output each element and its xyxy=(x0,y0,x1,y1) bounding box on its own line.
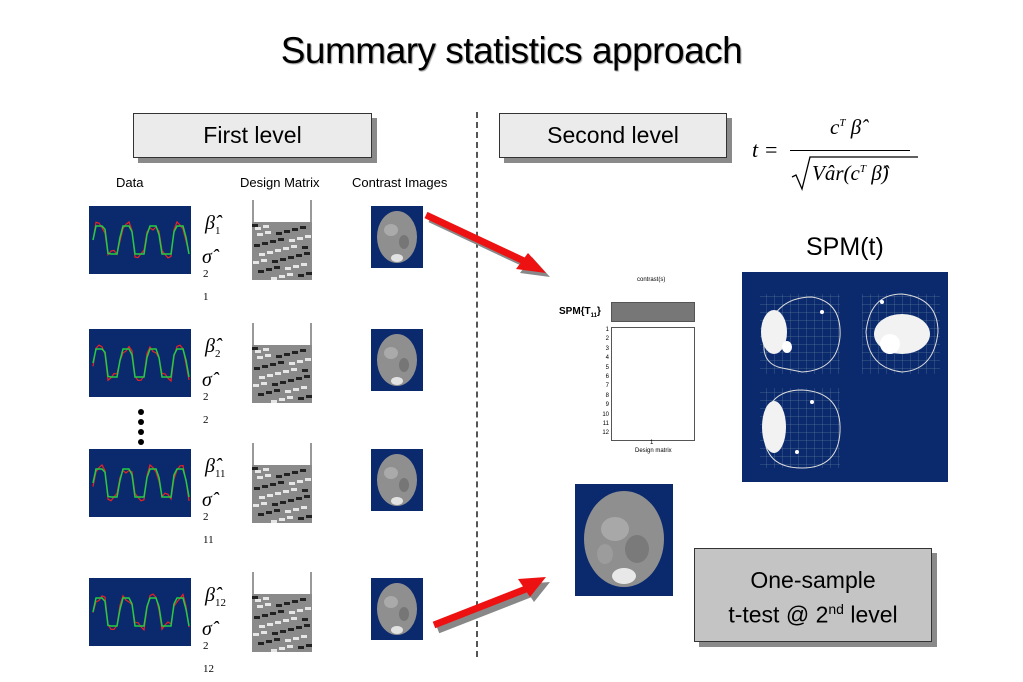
beta-hat-symbol: β̂2 xyxy=(205,335,221,360)
design-panel-row-label: 6 xyxy=(605,374,609,381)
contrast-image xyxy=(371,329,423,391)
timeseries-plot xyxy=(89,578,191,646)
one-sample-line2: t-test @ 2nd level xyxy=(728,601,898,628)
t-statistic-formula: t = cT β̂ Vâr(cT β̂) xyxy=(752,113,922,193)
design-panel-row-label: 2 xyxy=(605,336,609,343)
contrast-bar xyxy=(611,302,695,322)
design-panel-row-label: 4 xyxy=(605,355,609,362)
arrow-to-design xyxy=(424,211,550,277)
beta-hat-symbol: β̂11 xyxy=(205,455,226,480)
beta-subscript: 1 xyxy=(214,225,221,237)
page-title: Summary statistics approach xyxy=(280,30,743,71)
beta-subscript: 12 xyxy=(214,597,226,609)
design-panel-row-label: 7 xyxy=(605,383,609,390)
design-panel-row-label: 11 xyxy=(602,421,609,428)
design-panel-row-label: 5 xyxy=(605,364,609,371)
formula-fraction-bar xyxy=(790,150,910,151)
design-matrix-box xyxy=(611,327,695,441)
design-matrix-image xyxy=(252,572,312,652)
sqrt-sign xyxy=(791,156,918,192)
spm-t-title: SPM(t) xyxy=(806,233,884,261)
one-sample-line1: One-sample xyxy=(750,567,876,593)
design-panel-row-label: 1 xyxy=(605,327,609,333)
beta-subscript: 2 xyxy=(214,348,221,360)
formula-t: t = xyxy=(752,137,779,162)
design-panel-row-label: 3 xyxy=(605,345,609,352)
spm-glass-brain xyxy=(742,272,948,482)
design-panel-row-label: 9 xyxy=(605,402,609,409)
contrast-image xyxy=(371,578,423,640)
contrast-images-column-header: Contrast Images xyxy=(352,175,448,190)
design-panel-xtick: 1 xyxy=(650,440,654,446)
second-level-box: Second level xyxy=(499,113,727,158)
ellipsis xyxy=(138,405,144,449)
one-sample-t-test-box: One-sample t-test @ 2nd level xyxy=(694,548,932,642)
data-column-header: Data xyxy=(116,175,144,190)
timeseries-plot xyxy=(89,449,191,517)
beta-hat-symbol: β̂1 xyxy=(205,212,221,237)
design-matrix-image xyxy=(252,323,312,403)
formula-numerator: cT β̂ xyxy=(830,115,862,139)
contrast-image xyxy=(371,449,423,511)
design-panel-row-label: 8 xyxy=(605,392,609,399)
level-divider xyxy=(476,112,478,657)
beta-hat-symbol: β̂12 xyxy=(205,584,226,609)
design-matrix-column-header: Design Matrix xyxy=(240,175,320,190)
timeseries-plot xyxy=(89,206,191,274)
first-level-box: First level xyxy=(133,113,372,158)
design-panel-row-label: 10 xyxy=(602,411,609,418)
design-matrix-image xyxy=(252,200,312,280)
second-level-contrast-image xyxy=(575,484,673,596)
design-panel-xlabel: Design matrix xyxy=(635,448,672,454)
formula-denominator: Vâr(cT β̂) xyxy=(812,161,889,185)
spm-t-label: SPM{T11} xyxy=(559,306,601,319)
timeseries-plot xyxy=(89,329,191,397)
design-panel-row-label: 12 xyxy=(602,430,609,437)
design-matrix-image xyxy=(252,443,312,523)
design-panel-header: contrast(s) xyxy=(637,277,666,283)
contrast-image xyxy=(371,206,423,268)
beta-subscript: 11 xyxy=(214,468,226,480)
arrow-to-second-level-image xyxy=(432,577,550,634)
